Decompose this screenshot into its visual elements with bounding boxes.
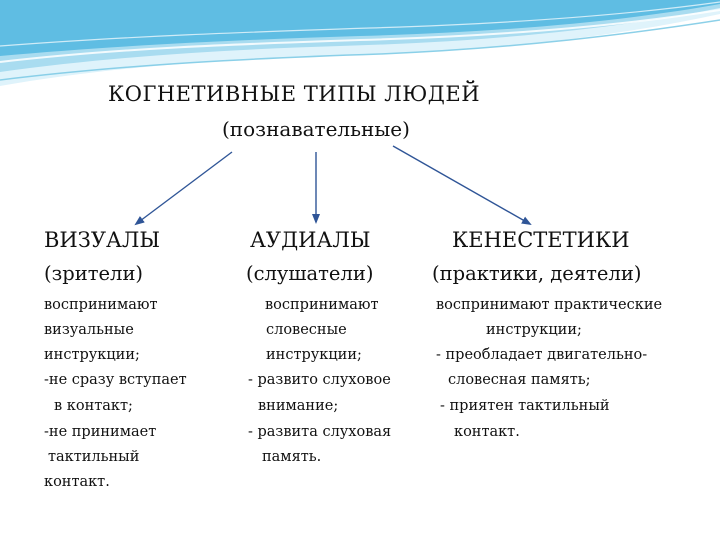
audials-line: воспринимают	[265, 297, 379, 313]
kinesthetics-subheading: (практики, деятели)	[432, 262, 642, 285]
arrow-to-kinesthetics	[392, 145, 532, 225]
diagram-subtitle: (познавательные)	[222, 117, 410, 141]
visuals-line: в контакт;	[54, 398, 133, 414]
kinesthetics-heading: КЕНЕСТЕТИКИ	[452, 228, 630, 252]
kinesthetics-line: контакт.	[454, 424, 520, 440]
wave-line-2	[0, 19, 720, 81]
visuals-line: тактильный	[48, 449, 140, 465]
visuals-line: контакт.	[44, 474, 110, 490]
diagram-title: КОГНЕТИВНЫЕ ТИПЫ ЛЮДЕЙ	[108, 82, 481, 106]
audials-heading: АУДИАЛЫ	[250, 228, 371, 252]
arrow-to-visuals	[134, 151, 233, 226]
visuals-subheading: (зрители)	[44, 262, 144, 285]
kinesthetics-line: - преобладает двигательно-	[436, 347, 648, 363]
visuals-line: инструкции;	[44, 347, 140, 363]
kinesthetics-line: инструкции;	[486, 322, 582, 338]
audials-line: - развита слуховая	[248, 424, 392, 440]
wave-line-3	[0, 1, 720, 47]
audials-line: память.	[262, 449, 322, 465]
wave-line-1	[0, 9, 720, 63]
kinesthetics-line: воспринимают практические	[436, 297, 663, 313]
visuals-heading: ВИЗУАЛЫ	[44, 228, 161, 252]
kinesthetics-line: - приятен тактильный	[440, 398, 610, 414]
audials-line: инструкции;	[266, 347, 362, 363]
visuals-line: визуальные	[44, 322, 134, 338]
kinesthetics-line: словесная память;	[448, 372, 591, 388]
visuals-line: воспринимают	[44, 297, 158, 313]
audials-line: внимание;	[258, 398, 339, 414]
audials-line: словесные	[266, 322, 347, 338]
visuals-line: -не сразу вступает	[44, 372, 187, 388]
audials-line: - развито слуховое	[248, 372, 391, 388]
decorative-wave-header	[0, 0, 720, 86]
visuals-line: -не принимает	[44, 424, 157, 440]
audials-subheading: (слушатели)	[246, 262, 374, 285]
